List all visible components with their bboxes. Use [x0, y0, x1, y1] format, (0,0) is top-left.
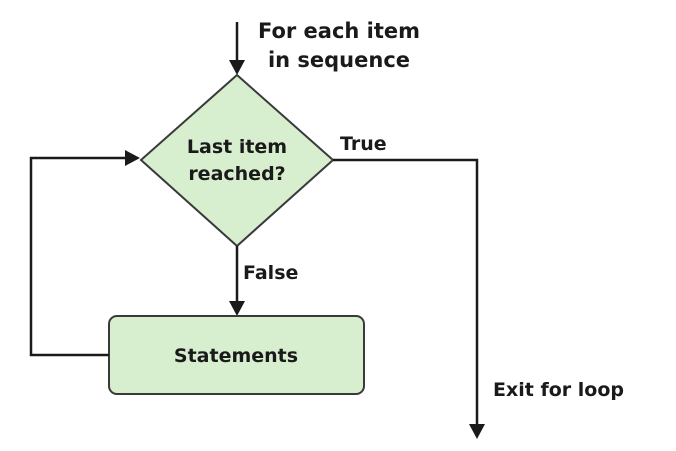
- loop-back-arrowhead: [125, 150, 140, 166]
- loop-back-line: [29, 156, 125, 357]
- entry-label-line2: in sequence: [268, 48, 410, 72]
- true-label: True: [340, 133, 387, 155]
- false-label: False: [243, 262, 298, 284]
- true-branch-line: [333, 158, 479, 424]
- entry-label-line1: For each item: [258, 19, 420, 43]
- false-arrowhead: [229, 301, 245, 316]
- decision-diamond: [139, 73, 335, 248]
- decision-label-line1: Last item: [187, 136, 287, 158]
- exit-arrowhead: [469, 424, 485, 439]
- entry-arrowhead: [229, 60, 245, 75]
- decision-label-line2: reached?: [188, 163, 285, 185]
- statements-label: Statements: [174, 345, 298, 367]
- exit-label: Exit for loop: [493, 379, 624, 401]
